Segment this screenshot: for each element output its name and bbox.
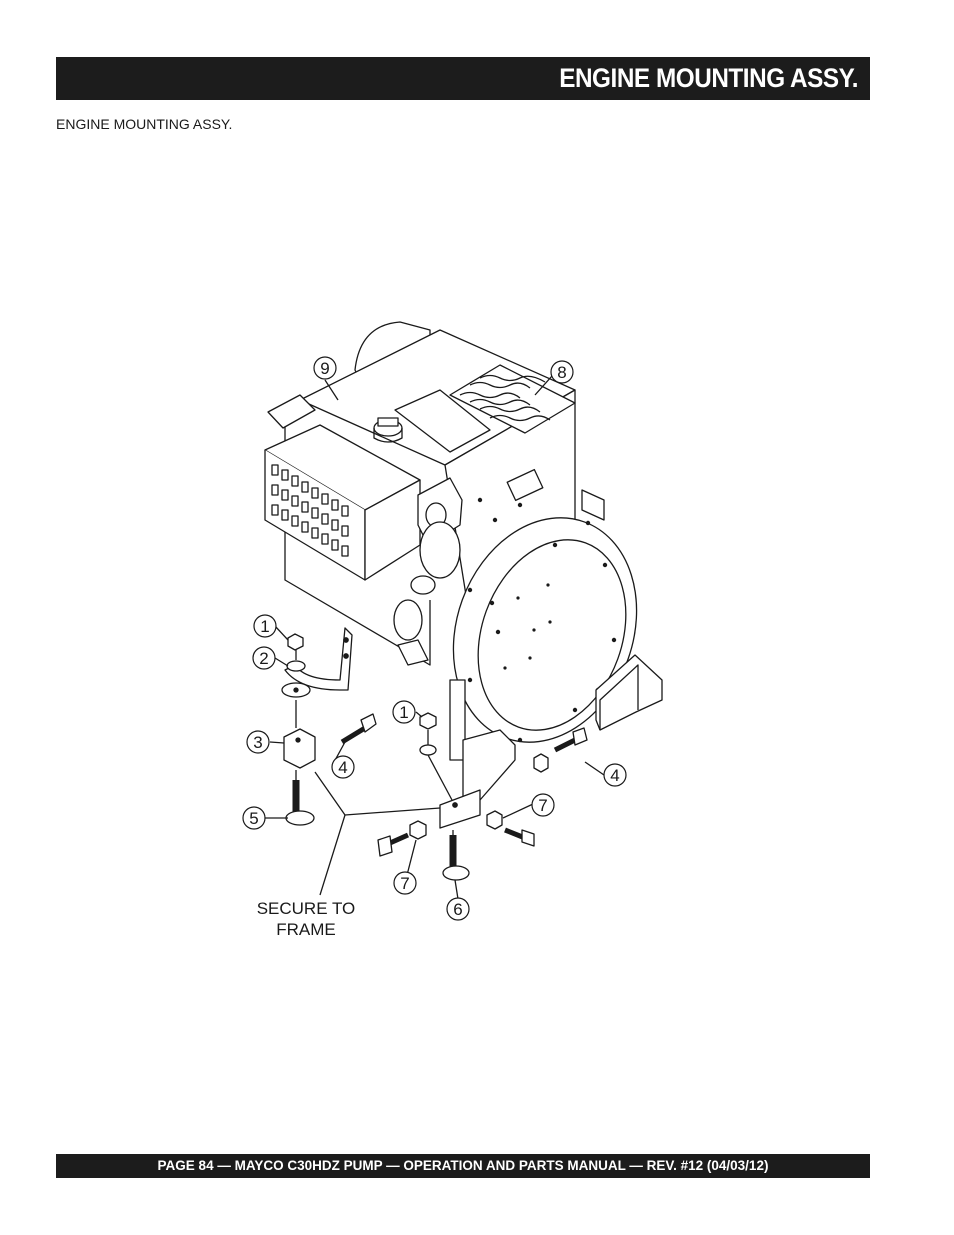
footer-text: PAGE 84 — MAYCO C30HDZ PUMP — OPERATION …: [157, 1158, 769, 1173]
callout-1-center: [392, 700, 416, 724]
callout-7-right: [531, 793, 555, 817]
callout-8: [550, 360, 574, 384]
page-title: ENGINE MOUNTING ASSY.: [559, 63, 858, 93]
callout-6: [446, 897, 470, 921]
engine-mounting-diagram: 1 2 3 4 5 1 4 7 7 6 8 9 SECURE TO FRAME: [242, 321, 663, 939]
callout-1-center-label: 1: [399, 703, 408, 722]
callout-4-right-label: 4: [610, 766, 619, 785]
callout-3-label: 3: [253, 733, 262, 752]
callout-7-left-label: 7: [400, 874, 409, 893]
callout-8-label: 8: [557, 363, 566, 382]
callout-5-label: 5: [249, 809, 258, 828]
callout-3: [246, 730, 270, 754]
callout-4-left-label: 4: [338, 758, 347, 777]
callout-4-left: [331, 755, 355, 779]
callout-7-right-label: 7: [538, 796, 547, 815]
callout-5: [242, 806, 266, 830]
callout-2-label: 2: [259, 649, 268, 668]
note-secure-line2: FRAME: [276, 920, 336, 939]
callout-7-left: [393, 871, 417, 895]
note-secure-line1: SECURE TO: [257, 899, 356, 918]
header-bar: ENGINE MOUNTING ASSY.: [56, 57, 870, 100]
callout-2: [252, 646, 276, 670]
section-subtitle: ENGINE MOUNTING ASSY.: [56, 116, 233, 132]
callout-4-right: [603, 763, 627, 787]
callout-1-left-label: 1: [260, 617, 269, 636]
callout-9: [313, 356, 337, 380]
callout-9-label: 9: [320, 359, 329, 378]
footer-bar: PAGE 84 — MAYCO C30HDZ PUMP — OPERATION …: [56, 1154, 870, 1178]
callout-1-left: [253, 614, 277, 638]
callout-6-label: 6: [453, 900, 462, 919]
